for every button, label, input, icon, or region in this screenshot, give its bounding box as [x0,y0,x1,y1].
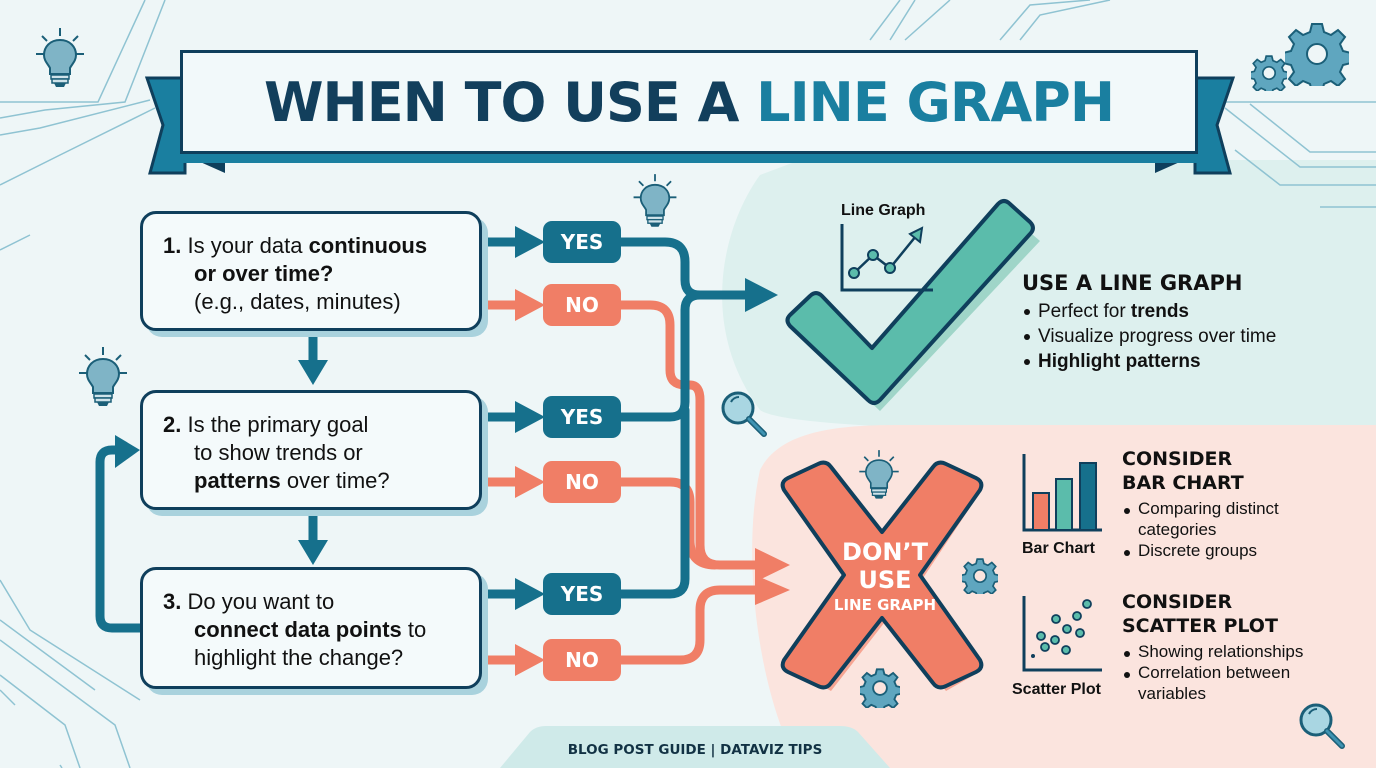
bullet-item: Visualize progress over time [1022,324,1276,349]
lightbulb-icon [633,174,677,227]
bar-chart-label: Bar Chart [1022,540,1095,557]
question-2-box: 2. Is the primary goal to show trends or… [140,390,482,510]
lightbulb-icon [36,28,84,87]
title-banner: WHEN TO USE A LINE GRAPH [145,45,1235,175]
line-graph-label: Line Graph [841,202,926,219]
use-line-graph-bullets: Perfect for trends Visualize progress ov… [1022,299,1276,374]
lightbulb-icon [79,347,127,406]
footer-caption: BLOG POST GUIDE | DATAVIZ TIPS [567,741,823,758]
x-mark-icon [780,460,984,691]
consider-scatter-plot-section: CONSIDER SCATTER PLOT Showing relationsh… [1122,590,1337,704]
scatter-plot-bullets: Showing relationships Correlation betwee… [1122,641,1337,704]
gear-icon [1251,55,1287,91]
bullet-item: Showing relationships [1122,641,1337,662]
gear-icon [860,668,900,708]
page-title: WHEN TO USE A LINE GRAPH [263,70,1115,134]
q1-no-badge: NO [543,284,621,326]
ribbon-shape [145,76,1235,175]
consider-title: SCATTER PLOT [1122,615,1278,637]
scatter-plot-icon [1022,596,1102,672]
magnifier-icon [1299,703,1345,749]
scatter-plot-label: Scatter Plot [1012,681,1101,698]
question-1-box: 1. Is your data continuous or over time?… [140,211,482,331]
gear-icon [1285,23,1349,86]
consider-title: BAR CHART [1122,472,1244,494]
bullet-item: Correlation between variables [1122,662,1337,704]
checkmark-icon [785,199,1040,411]
consider-title: CONSIDER [1122,448,1233,470]
use-line-graph-section: USE A LINE GRAPH Perfect for trends Visu… [1022,271,1276,374]
consider-bar-chart-section: CONSIDER BAR CHART Comparing distinct ca… [1122,447,1322,561]
bullet-item: Discrete groups [1122,540,1322,561]
bar-chart-bullets: Comparing distinct categories Discrete g… [1122,498,1322,561]
line-graph-icon [840,224,933,292]
gear-icon [962,558,998,594]
bullet-item: Perfect for trends [1022,299,1276,324]
question-3-box: 3. Do you want to connect data points to… [140,567,482,689]
lightbulb-icon [859,450,899,499]
bar-chart-icon [1022,454,1102,532]
bullet-item: Comparing distinct categories [1122,498,1322,540]
q3-no-badge: NO [543,639,621,681]
q1-yes-badge: YES [543,221,621,263]
q3-yes-badge: YES [543,573,621,615]
footer-tab-shape [500,726,890,768]
title-box: WHEN TO USE A LINE GRAPH [180,50,1198,154]
bullet-item: Highlight patterns [1022,349,1276,374]
dont-use-label: DON’T USE LINE GRAPH [833,538,937,614]
use-line-graph-title: USE A LINE GRAPH [1022,271,1243,295]
magnifier-icon [721,391,767,437]
q2-yes-badge: YES [543,396,621,438]
q2-no-badge: NO [543,461,621,503]
consider-title: CONSIDER [1122,591,1233,613]
